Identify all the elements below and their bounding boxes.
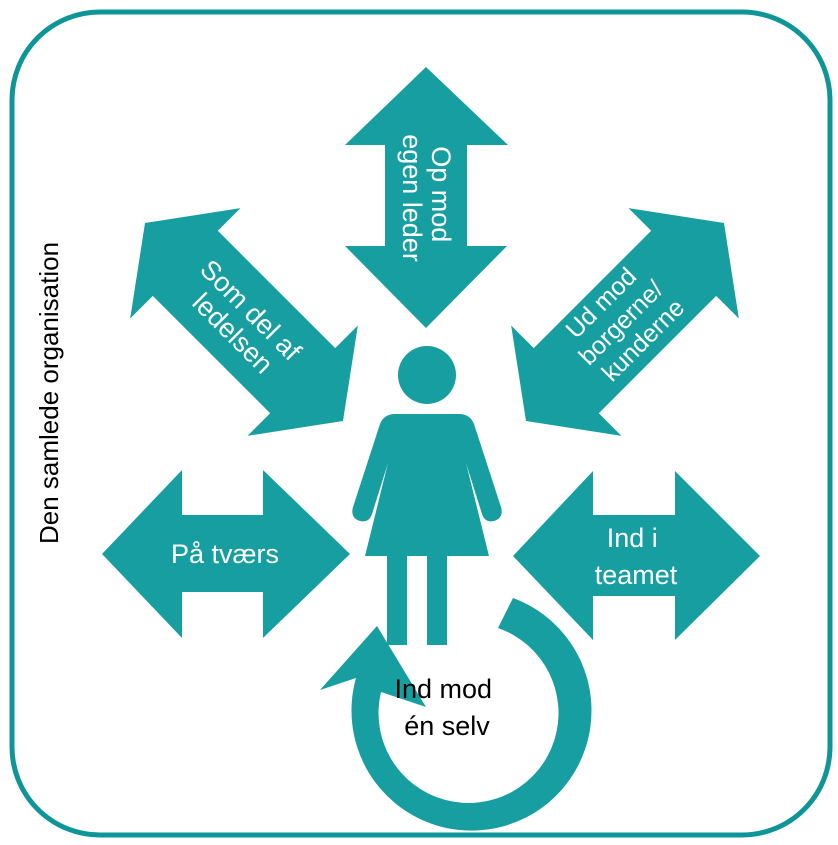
arrow-leadership: Som del af ledelsen — [130, 208, 358, 436]
label-team: Ind i teamet — [595, 523, 678, 590]
arrow-citizens: Ud mod borgerne/ kunderne — [511, 208, 739, 436]
double-arrow-icon — [345, 67, 508, 328]
side-label: Den samlede organisation — [34, 242, 64, 544]
arrow-up-own-leader: Op mod egen leder — [345, 67, 508, 328]
label-up: Op mod egen leder — [397, 134, 456, 262]
arrow-across: På tværs — [102, 470, 350, 638]
double-arrow-icon — [511, 208, 739, 436]
double-arrow-icon — [130, 208, 358, 436]
label-self: Ind mod én selv — [394, 674, 499, 741]
circular-arrow-icon — [320, 598, 592, 831]
outer-frame — [9, 9, 833, 838]
double-arrow-icon — [102, 470, 350, 638]
arrow-team: Ind i teamet — [513, 471, 760, 640]
double-arrow-icon — [513, 471, 760, 640]
label-across: På tværs — [171, 539, 279, 569]
woman-figure-icon — [352, 346, 502, 645]
